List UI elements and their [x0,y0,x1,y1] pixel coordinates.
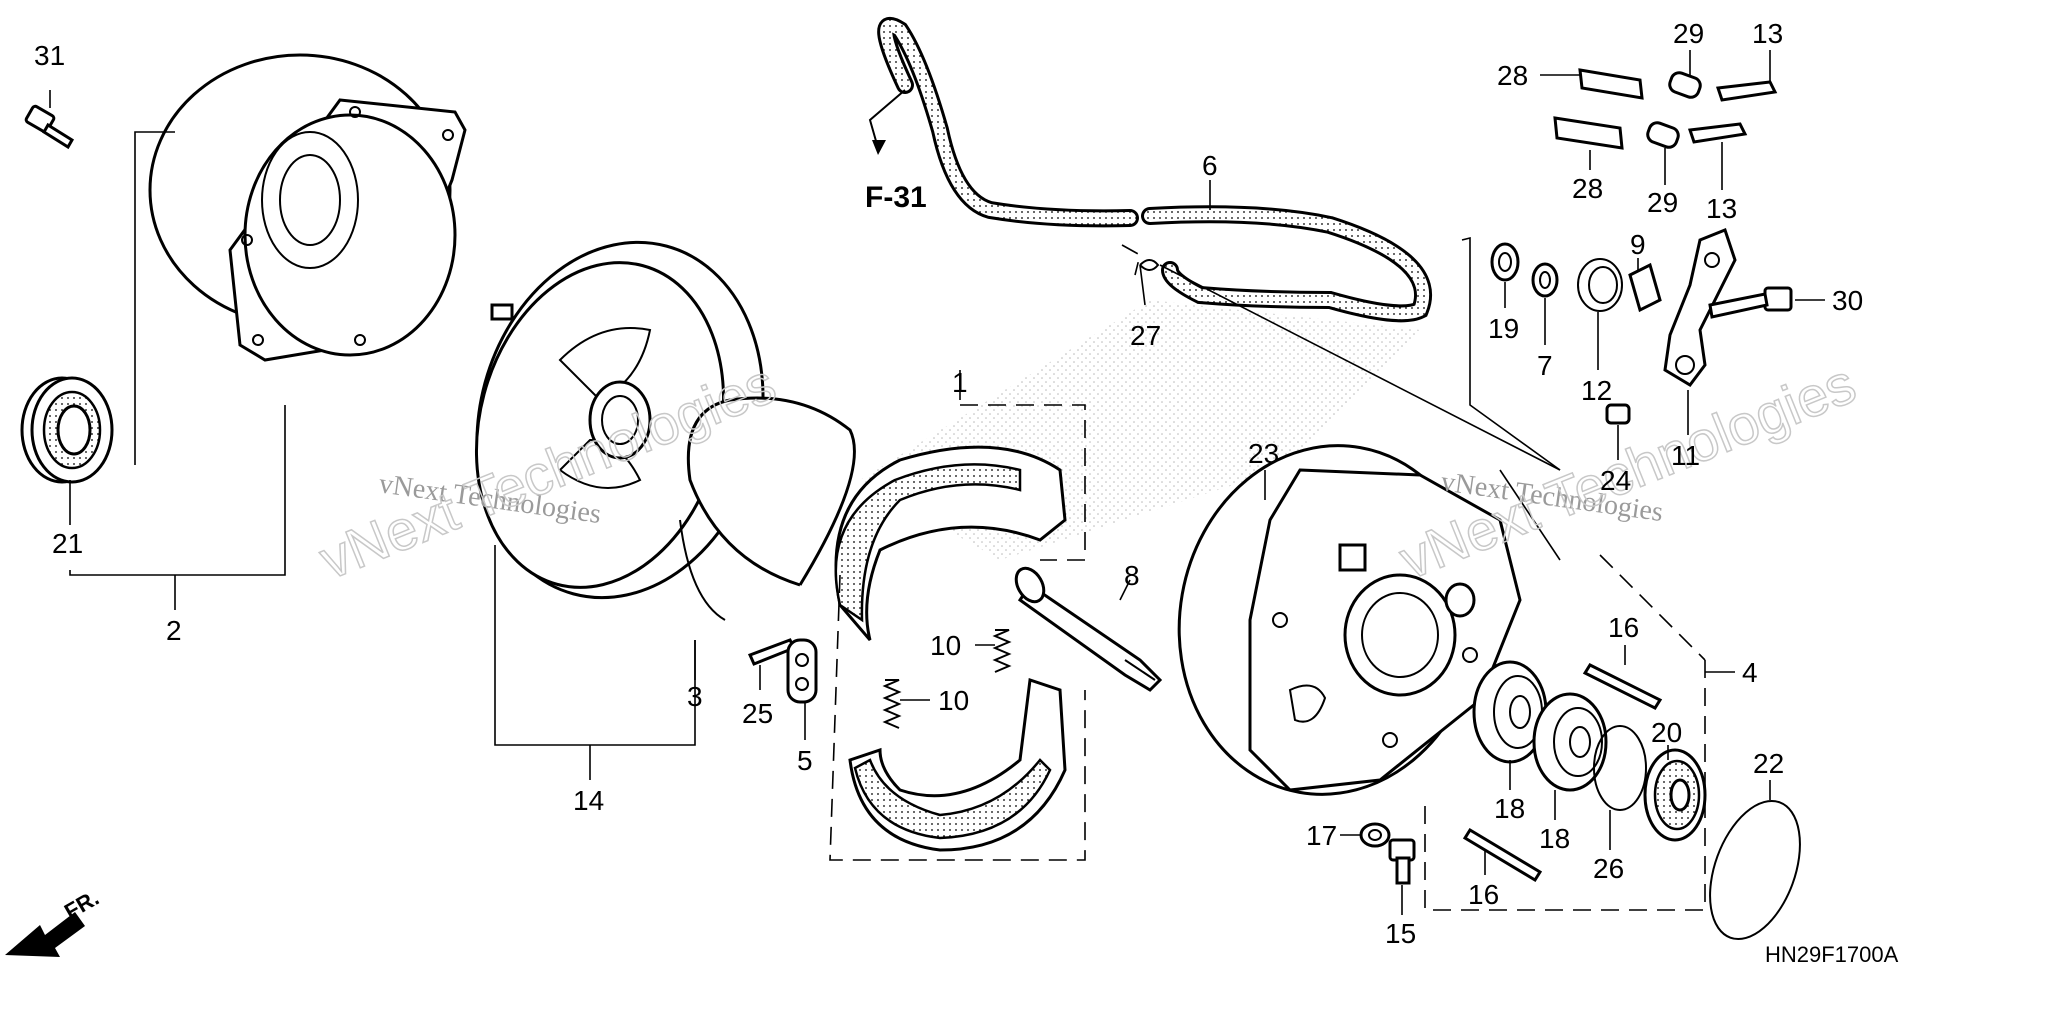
callout-29-top: 29 [1673,18,1704,49]
callout-18-outer: 18 [1539,823,1570,854]
oil-seal [20,376,114,484]
nut-24 [1605,403,1631,425]
callout-14: 14 [573,785,604,816]
washer [1359,822,1391,848]
stud-upper [1582,663,1663,710]
brake-drum-cover [148,53,467,362]
flange-bolt-15 [1388,838,1416,885]
callout-13-bottom: 13 [1706,193,1737,224]
reference-arrow [868,89,906,155]
snap-ring [1593,725,1647,811]
callout-27: 27 [1130,320,1161,351]
front-label: FR. [60,885,103,924]
spring-28-upper [1578,68,1644,100]
reference-label: F-31 [865,181,927,214]
hose-clip [1139,259,1160,271]
seal-19 [1490,242,1520,282]
brake-arm-11 [1663,228,1737,387]
bearing-outer [1532,692,1608,792]
callout-5: 5 [797,745,813,776]
callout-24: 24 [1600,465,1631,496]
callout-22: 22 [1753,748,1784,779]
pin-13-lower [1687,122,1748,144]
callout-3: 3 [687,681,703,712]
callout-21: 21 [52,528,83,559]
callout-8: 8 [1124,560,1140,591]
spring-upper [992,629,1012,673]
spring-28-lower [1553,116,1624,150]
spring-lower [882,679,902,729]
callout-28-bottom: 28 [1572,173,1603,204]
callout-13-top: 13 [1752,18,1783,49]
callout-16-lower: 16 [1468,879,1499,910]
callout-25: 25 [742,698,773,729]
leader-lines [49,50,1825,915]
callout-labels: 31 2 21 14 3 25 5 1 10 10 8 6 27 23 4 29… [34,18,1863,949]
callout-11: 11 [1671,440,1700,471]
callout-10-upper: 10 [930,630,961,661]
callout-23: 23 [1248,438,1279,469]
joint-29-lower [1646,121,1680,149]
shoe-plate [786,638,818,704]
callout-31: 31 [34,40,65,71]
callout-15: 15 [1385,918,1416,949]
seal [1643,748,1707,842]
wear-indicator-9 [1628,262,1662,313]
return-spring-12 [1577,258,1623,312]
brake-drum [474,240,765,600]
front-direction-arrow: FR. [5,885,103,957]
callout-30: 30 [1832,285,1863,316]
washer-7 [1531,262,1559,298]
brake-shoe-set [834,445,1067,852]
breather-hose [877,17,1433,323]
callout-29-bottom: 29 [1647,187,1678,218]
callout-17: 17 [1306,820,1337,851]
callout-4: 4 [1742,657,1758,688]
brake-cam [1014,566,1163,692]
callout-2: 2 [166,615,182,646]
o-ring [1709,799,1801,941]
callout-12: 12 [1581,375,1612,406]
callout-16-upper: 16 [1608,612,1639,643]
callout-26: 26 [1593,853,1624,884]
pin-13-upper [1715,80,1778,102]
callout-18-inner: 18 [1494,793,1525,824]
brake-panel [1177,444,1522,796]
flange-bolt [24,104,75,150]
callout-10-lower: 10 [938,685,969,716]
joint-29-upper [1668,71,1702,99]
callout-20: 20 [1651,717,1682,748]
callout-9: 9 [1630,229,1646,260]
callout-7: 7 [1537,350,1553,381]
bolt-30 [1708,286,1793,319]
stud-lower [1462,827,1543,883]
callout-6: 6 [1202,150,1218,181]
callout-19: 19 [1488,313,1519,344]
wire-ring [679,396,856,621]
callout-1: 1 [952,367,968,398]
callout-28-top: 28 [1497,60,1528,91]
drawing-code: HN29F1700A [1765,942,1899,967]
